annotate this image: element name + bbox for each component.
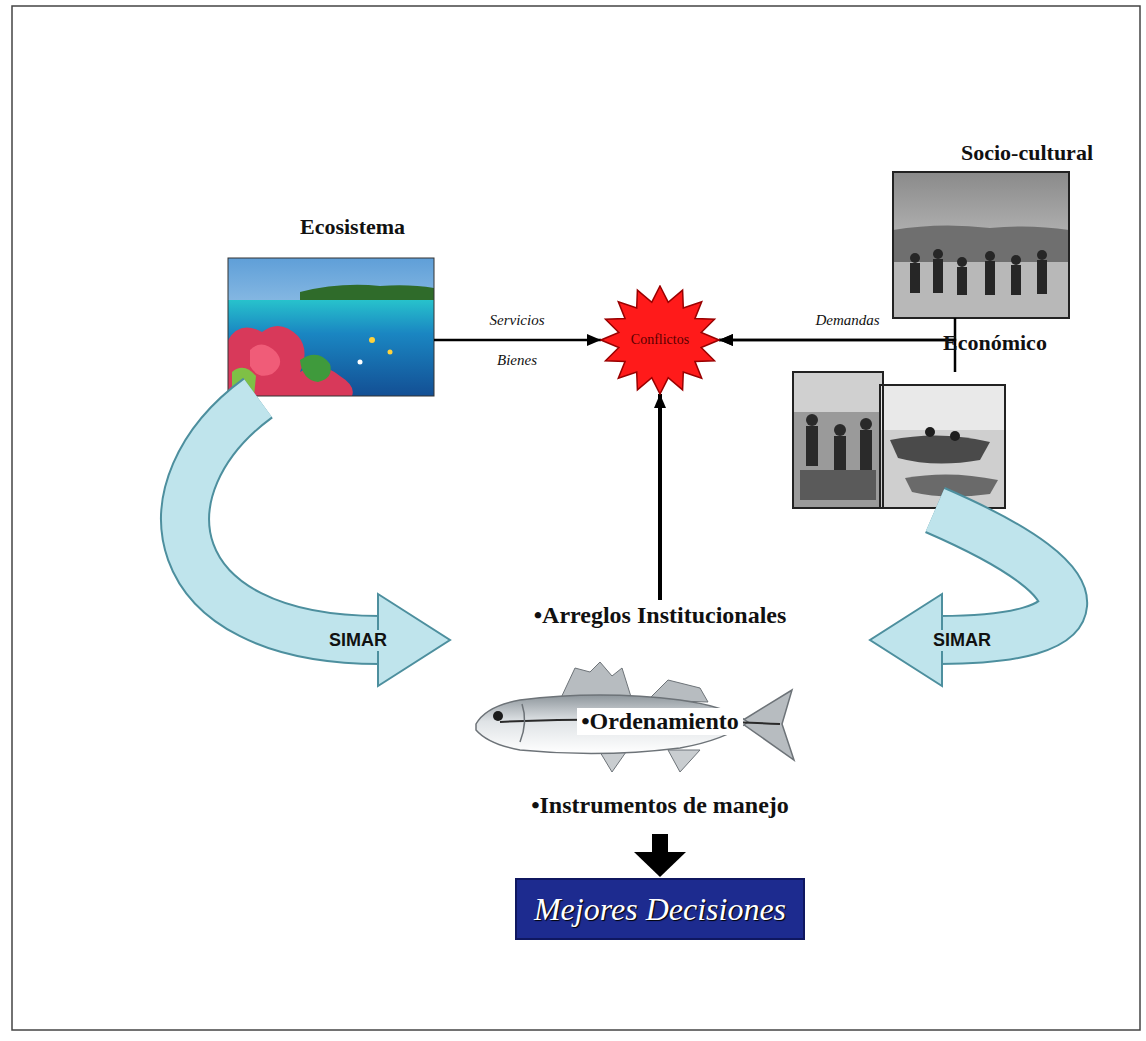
snook-fish [476, 662, 794, 772]
management-block: •Arreglos Institucionales •Ordenamiento •I… [450, 600, 870, 830]
text-row: •Instrumentos de manejo [450, 792, 870, 819]
section-heading: Socio-cultural [961, 140, 1093, 166]
text-row: •Arreglos Institucionales [450, 602, 870, 629]
edge-label: Bienes [495, 352, 539, 369]
bullet-item: •Instrumentos de manejo [527, 792, 793, 819]
ecosystem-frame: Ecosistema [228, 258, 434, 396]
section-heading: Ecosistema [300, 214, 405, 240]
connector [185, 398, 450, 686]
edge-label: Servicios [488, 312, 547, 329]
bullet-item: •Arreglos Institucionales [530, 602, 791, 629]
economic-frame: Económico [793, 372, 1005, 508]
conflict-starburst: Conflictos [600, 285, 720, 395]
simar-label: SIMAR [931, 630, 993, 651]
socio-cultural-photo [893, 172, 1069, 318]
section-heading: Económico [943, 330, 1047, 356]
result-label: Mejores Decisiones [534, 891, 786, 928]
text-row: •Ordenamiento [450, 708, 870, 735]
edge-label: Demandas [813, 312, 881, 329]
connector [434, 340, 601, 341]
socio-cultural-frame: Socio-cultural [893, 172, 1069, 318]
result-box: Mejores Decisiones [515, 878, 805, 940]
ecosystem-photo [228, 258, 434, 396]
economic-photos [793, 372, 1005, 508]
connector [660, 394, 661, 600]
simar-label: SIMAR [327, 630, 389, 651]
connector [719, 340, 955, 372]
connector [870, 510, 1063, 686]
frame [12, 6, 1140, 1030]
starburst-label: Conflictos [631, 332, 689, 348]
connector [634, 834, 686, 877]
bullet-item: •Ordenamiento [577, 708, 743, 735]
